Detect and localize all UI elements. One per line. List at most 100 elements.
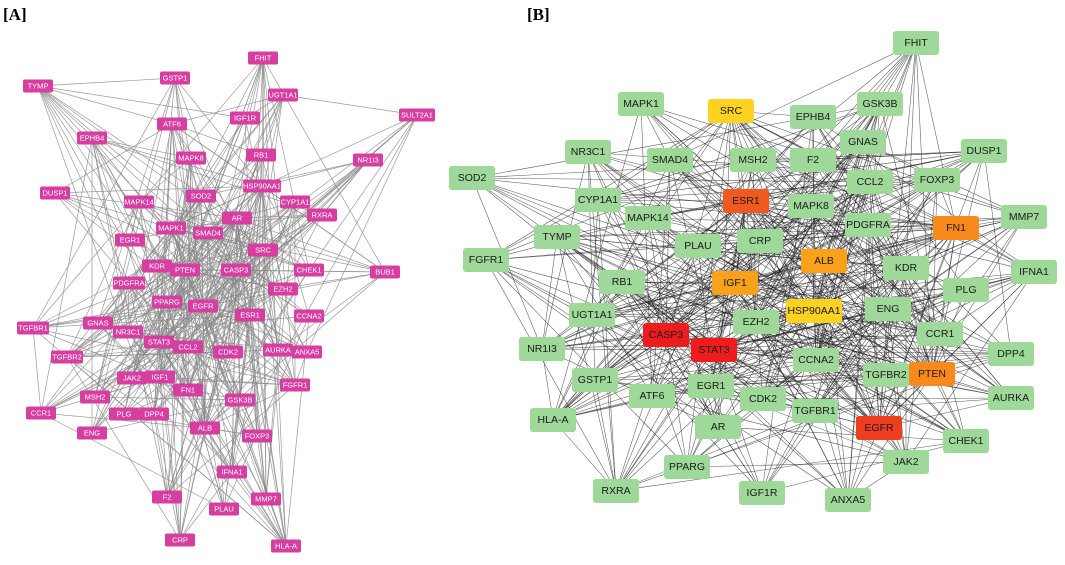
node-box bbox=[268, 282, 298, 296]
network-edge bbox=[244, 57, 264, 119]
node-box bbox=[230, 111, 260, 125]
network-node-ccr1: CCR1 bbox=[917, 322, 963, 346]
network-node-ccl2: CCL2 bbox=[173, 340, 203, 354]
network-node-fn1: FN1 bbox=[933, 216, 979, 240]
node-box bbox=[17, 321, 49, 335]
network-edge bbox=[762, 310, 815, 400]
network-node-smad4: SMAD4 bbox=[193, 226, 223, 240]
node-label: DUSP1 bbox=[42, 189, 67, 198]
network-edge bbox=[556, 236, 617, 492]
network-node-ephb4: EPHB4 bbox=[77, 131, 107, 145]
network-edge bbox=[471, 177, 667, 336]
node-box bbox=[160, 71, 190, 85]
node-box bbox=[599, 270, 645, 294]
network-edge bbox=[261, 57, 264, 187]
network-node-dpp4: DPP4 bbox=[988, 342, 1034, 366]
node-label: PDGFRA bbox=[846, 219, 890, 231]
network-edge bbox=[823, 141, 864, 262]
network-edge bbox=[669, 42, 917, 161]
node-box bbox=[170, 263, 200, 277]
node-label: KDR bbox=[895, 262, 918, 274]
node-box bbox=[263, 343, 293, 357]
network-node-ccl2: CCL2 bbox=[847, 170, 893, 194]
network-edge bbox=[282, 94, 418, 116]
network-node-chek1: CHEK1 bbox=[294, 263, 324, 277]
network-edge bbox=[761, 440, 967, 494]
node-box bbox=[691, 338, 737, 362]
network-node-jak2: JAK2 bbox=[883, 450, 929, 474]
network-edge bbox=[166, 314, 251, 498]
node-label: ENG bbox=[877, 303, 900, 315]
node-label: ATF6 bbox=[163, 120, 181, 129]
network-edge bbox=[755, 321, 816, 412]
network-node-egr1: EGR1 bbox=[115, 233, 145, 247]
network-edge bbox=[485, 259, 688, 468]
network-edge bbox=[32, 327, 42, 414]
node-box bbox=[883, 450, 929, 474]
node-label: SRC bbox=[255, 246, 271, 255]
node-box bbox=[856, 416, 902, 440]
network-edge bbox=[591, 314, 764, 400]
network-edge bbox=[734, 282, 967, 442]
node-label: CCR1 bbox=[926, 328, 955, 340]
network-node-rb1: RB1 bbox=[246, 148, 276, 162]
network-node-tgfbr1: TGFBR1 bbox=[792, 399, 838, 423]
node-label: JAK2 bbox=[123, 374, 141, 383]
network-edge bbox=[32, 327, 296, 386]
node-box bbox=[840, 130, 886, 154]
network-edge bbox=[597, 150, 985, 201]
node-box bbox=[280, 378, 310, 392]
network-node-esr1: ESR1 bbox=[723, 189, 769, 213]
node-box bbox=[152, 490, 182, 504]
node-box bbox=[943, 278, 989, 302]
network-node-dusp1: DUSP1 bbox=[961, 139, 1007, 163]
panel-b-label: [B] bbox=[527, 5, 550, 24]
network-node-egfr: EGFR bbox=[856, 416, 902, 440]
network-edge bbox=[159, 376, 296, 386]
node-box bbox=[156, 221, 186, 235]
node-box bbox=[565, 140, 611, 164]
node-label: NR3C1 bbox=[116, 328, 141, 337]
network-node-mapk14: MAPK14 bbox=[124, 195, 154, 209]
node-label: TGFBR2 bbox=[52, 353, 82, 362]
network-node-dusp1: DUSP1 bbox=[40, 186, 70, 200]
node-box bbox=[723, 189, 769, 213]
network-node-casp3: CASP3 bbox=[221, 263, 251, 277]
network-edge bbox=[594, 359, 817, 381]
network-edge bbox=[651, 395, 907, 463]
network-edge bbox=[174, 77, 263, 187]
node-label: UGT1A1 bbox=[268, 91, 297, 100]
network-edge bbox=[138, 201, 251, 316]
node-box bbox=[737, 229, 783, 253]
node-label: SOD2 bbox=[458, 172, 487, 184]
node-label: SMAD4 bbox=[652, 154, 688, 166]
network-edge bbox=[153, 159, 369, 415]
node-box bbox=[625, 206, 671, 230]
network-node-crp: CRP bbox=[737, 229, 783, 253]
network-edge bbox=[759, 150, 985, 242]
network-node-sod2: SOD2 bbox=[449, 166, 495, 190]
node-box bbox=[909, 362, 955, 386]
node-box bbox=[739, 481, 785, 505]
node-box bbox=[193, 226, 223, 240]
node-box bbox=[917, 322, 963, 346]
node-box bbox=[730, 148, 776, 172]
node-box bbox=[152, 295, 182, 309]
network-edge bbox=[94, 301, 168, 398]
network-node-plg: PLG bbox=[943, 278, 989, 302]
node-box bbox=[80, 390, 110, 404]
node-box bbox=[271, 539, 301, 553]
network-edge bbox=[862, 141, 967, 291]
network-edge bbox=[166, 269, 310, 498]
network-edge bbox=[759, 141, 864, 242]
node-label: UGT1A1 bbox=[572, 309, 613, 321]
node-label: HSP90AA1 bbox=[787, 305, 840, 317]
panel-a-nodes: TYMPGSTP1FHITUGT1A1SULT2A1ATF6IGF1REPHB4… bbox=[17, 51, 435, 553]
node-box bbox=[643, 323, 689, 347]
node-label: GSTP1 bbox=[578, 374, 613, 386]
network-edge bbox=[815, 289, 967, 361]
node-box bbox=[857, 92, 903, 116]
network-edge bbox=[277, 271, 386, 351]
network-edge bbox=[204, 269, 310, 429]
network-node-stat3: STAT3 bbox=[144, 335, 174, 349]
